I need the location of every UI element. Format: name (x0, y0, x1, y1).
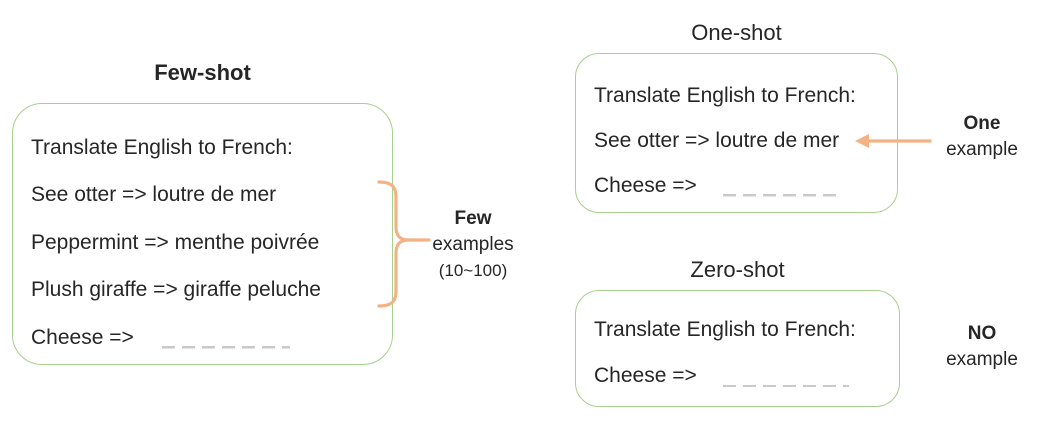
prompt-line: Translate English to French: (594, 307, 887, 353)
prompt-line-text: Translate English to French: (594, 318, 856, 341)
one-example-label-line2: example (946, 139, 1018, 160)
prompt-line: Cheese => (594, 353, 887, 399)
prompt-line-text: Translate English to French: (31, 135, 293, 159)
prompt-line: See otter => loutre de mer (594, 118, 885, 163)
few-examples-label-line3: (10~100) (438, 261, 508, 280)
prompt-line: Cheese => (594, 163, 885, 208)
one-example-label: One example (932, 111, 1032, 163)
no-example-label-emphasis: NO (967, 323, 997, 344)
zero-shot-prompt-box: Translate English to French: Cheese => (575, 290, 900, 407)
prompt-line-text: Plush giraffe => giraffe peluche (31, 278, 321, 302)
few-shot-title: Few-shot (154, 60, 251, 85)
prompt-line-text: See otter => loutre de mer (31, 183, 277, 207)
prompt-line: See otter => loutre de mer (31, 172, 376, 220)
answer-blank (722, 182, 843, 197)
zero-shot-title: Zero-shot (690, 257, 785, 282)
prompt-line: Peppermint => menthe poivrée (31, 219, 376, 267)
one-example-label-emphasis: One (963, 113, 1001, 134)
no-example-label-line2: example (946, 349, 1018, 370)
few-examples-label-line2: examples (432, 234, 514, 255)
prompt-line-text: See otter => loutre de mer (594, 128, 840, 152)
few-shot-prompt-box: Translate English to French: See otter =… (12, 103, 393, 365)
prompt-line-text: Cheese => (31, 325, 134, 349)
few-examples-label-emphasis: Few (454, 208, 492, 229)
no-example-label: NO example (932, 321, 1032, 373)
prompt-line: Plush giraffe => giraffe peluche (31, 267, 376, 315)
prompt-line: Translate English to French: (594, 73, 885, 118)
prompt-line-text: Cheese => (594, 173, 697, 197)
few-examples-label: Few examples (10~100) (423, 206, 523, 284)
prompt-line: Translate English to French: (31, 124, 376, 172)
prompt-line-text: Cheese => (594, 364, 697, 387)
answer-blank (161, 334, 290, 349)
prompt-line: Cheese => (31, 314, 376, 362)
prompt-line-text: Translate English to French: (594, 83, 856, 107)
prompt-line-text: Peppermint => menthe poivrée (31, 230, 320, 254)
one-shot-prompt-box: Translate English to French: See otter =… (575, 53, 898, 213)
one-shot-title: One-shot (691, 20, 782, 45)
answer-blank (722, 373, 849, 387)
